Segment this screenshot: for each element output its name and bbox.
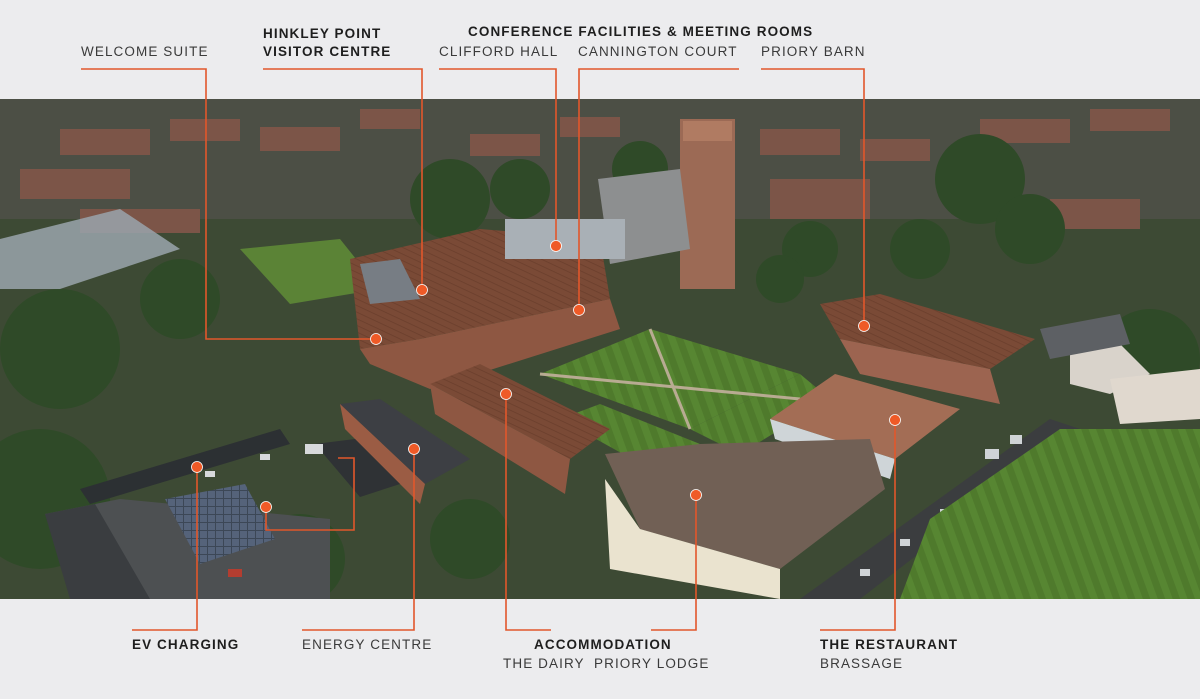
hinkley-point-label-line1: HINKLEY POINT — [263, 26, 382, 41]
welcome-suite-label: WELCOME SUITE — [81, 44, 209, 59]
aerial-site-photo — [0, 99, 1200, 599]
priory-barn-label: PRIORY BARN — [761, 44, 866, 59]
bottom-label-band — [0, 599, 1200, 699]
cannington-court-label: CANNINGTON COURT — [578, 44, 738, 59]
clifford-hall-label: CLIFFORD HALL — [439, 44, 559, 59]
priory-lodge-label: PRIORY LODGE — [594, 656, 710, 671]
the-restaurant-label: THE RESTAURANT — [820, 637, 959, 652]
the-dairy-label: THE DAIRY — [503, 656, 585, 671]
conference-facilities-heading: CONFERENCE FACILITIES & MEETING ROOMS — [468, 24, 814, 39]
ev-charging-label: EV CHARGING — [132, 637, 240, 652]
brassage-label: BRASSAGE — [820, 656, 904, 671]
energy-centre-label: ENERGY CENTRE — [302, 637, 433, 652]
accommodation-heading: ACCOMMODATION — [534, 637, 672, 652]
hinkley-point-label-line2: VISITOR CENTRE — [263, 44, 392, 59]
